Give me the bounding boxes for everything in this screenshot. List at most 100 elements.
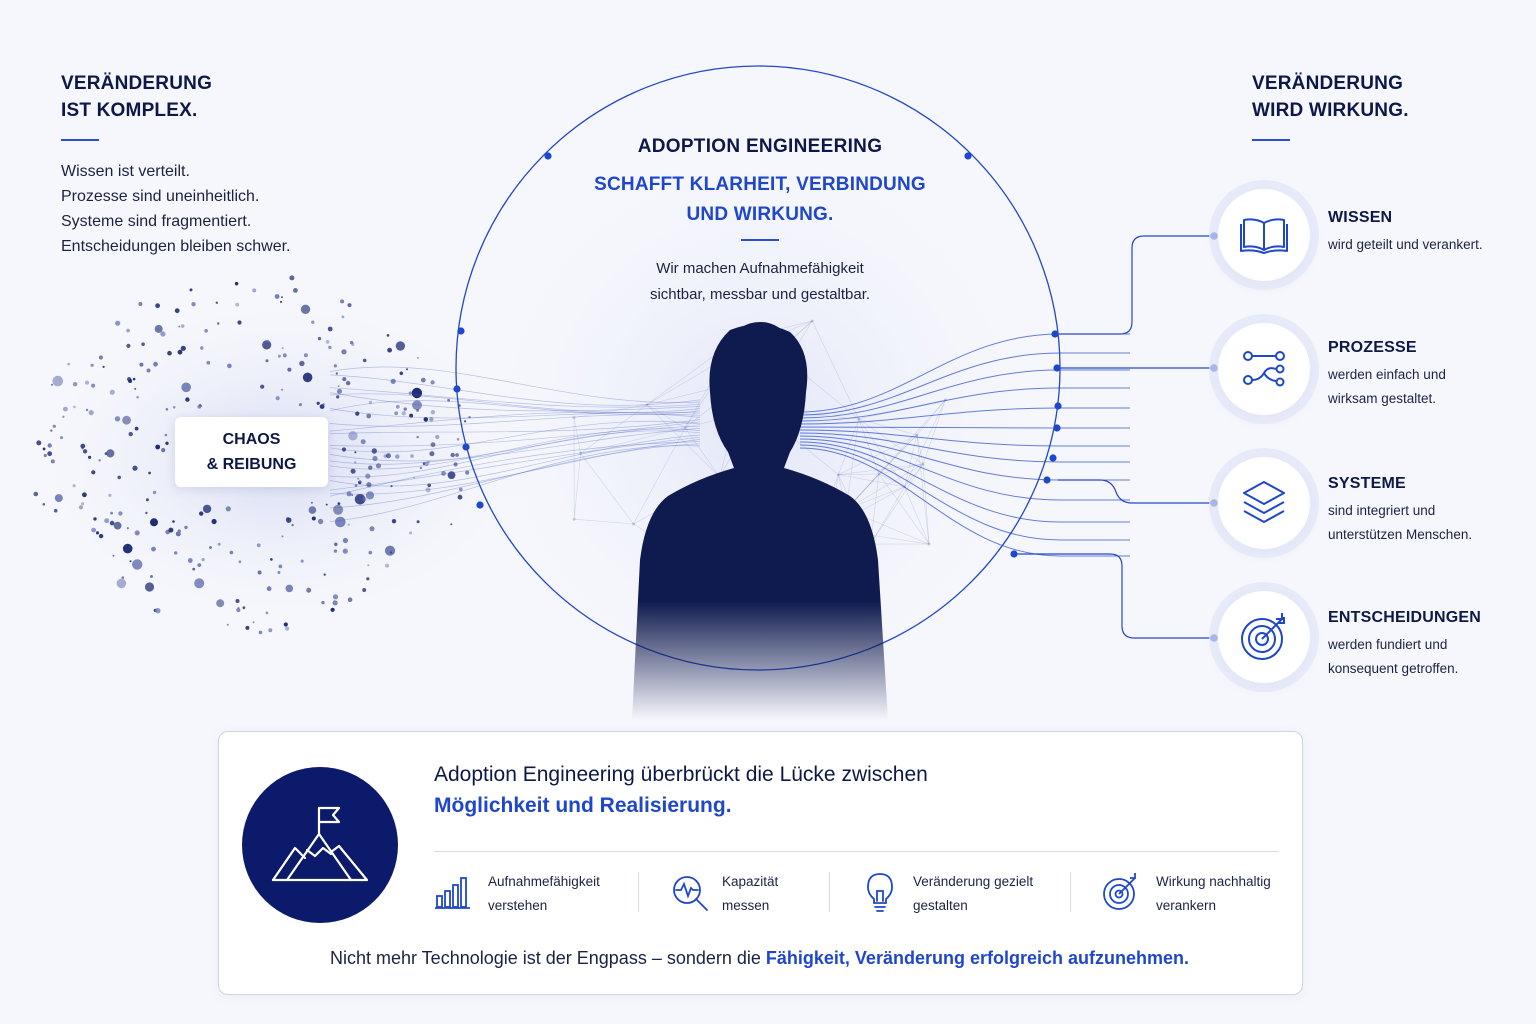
particle — [117, 475, 121, 480]
particle — [298, 403, 302, 407]
left-item: Systeme sind fragmentiert. — [61, 213, 252, 230]
particle — [206, 360, 211, 365]
particle — [368, 550, 373, 555]
stream-line — [329, 392, 701, 412]
particle — [95, 531, 100, 535]
center-desc-line2: sichtbar, messbar und gestaltbar. — [649, 286, 871, 303]
connector-line — [1014, 553, 1214, 639]
feature-wirkung-line1: Wirkung nachhaltig — [1156, 874, 1271, 889]
particle — [410, 454, 414, 458]
particle — [102, 365, 105, 368]
particle — [116, 578, 127, 589]
magnifier-pulse-icon — [673, 876, 708, 911]
person-silhouette — [632, 322, 888, 720]
flow-line — [799, 441, 1130, 523]
particle — [197, 405, 202, 409]
stream-line — [329, 430, 701, 478]
particle — [98, 355, 103, 360]
particle — [429, 417, 434, 422]
particle — [191, 302, 196, 307]
particle — [330, 607, 335, 612]
particle — [136, 531, 139, 535]
particle — [155, 444, 161, 450]
lightbulb-icon — [867, 873, 893, 912]
particle — [420, 377, 426, 383]
right-heading: VERÄNDERUNG WIRD WIRKUNG. — [1252, 70, 1409, 124]
particle — [33, 491, 39, 497]
mesh-line — [580, 453, 634, 525]
particle — [337, 502, 341, 505]
particle — [144, 582, 155, 592]
particle — [132, 559, 143, 570]
particle — [412, 400, 422, 411]
particle — [122, 415, 131, 425]
particle — [341, 315, 345, 319]
stream-line — [329, 366, 701, 403]
wissen-desc: wird geteilt und verankert. — [1328, 237, 1483, 252]
particle — [80, 443, 86, 449]
flow-line — [799, 407, 1130, 425]
particle — [122, 543, 133, 554]
particle — [132, 465, 138, 471]
particle — [409, 413, 414, 418]
particle — [283, 622, 288, 627]
particle — [389, 551, 393, 554]
left-item: Prozesse sind uneinheitlich. — [61, 188, 260, 205]
mesh-line — [858, 418, 880, 475]
mesh-line — [646, 404, 720, 478]
footer-highlight-text: Fähigkeit, Veränderung erfolgreich aufzu… — [765, 948, 1189, 968]
connector-node — [1210, 499, 1218, 507]
feature-separator — [638, 872, 639, 912]
particle — [430, 380, 435, 385]
particle — [265, 359, 269, 363]
stream-line — [329, 441, 701, 497]
particle — [138, 302, 143, 306]
particle — [62, 415, 65, 418]
stream-line — [329, 428, 701, 462]
particle — [457, 494, 463, 500]
left-item: Entscheidungen bleiben schwer. — [61, 238, 291, 255]
mesh-node — [579, 451, 583, 455]
particle — [453, 462, 458, 467]
particle — [260, 384, 265, 389]
chaos-label-line2: & REIBUNG — [206, 456, 297, 473]
particle — [340, 299, 345, 304]
particle — [347, 597, 353, 602]
particle — [234, 282, 239, 286]
stream-line — [329, 425, 701, 465]
particle — [342, 548, 348, 554]
particle — [134, 387, 137, 390]
mesh-line — [838, 418, 860, 475]
summary-footer: Nicht mehr Technologie ist der Engpass –… — [218, 948, 1301, 969]
center-subtitle: SCHAFFT KLARHEIT, VERBINDUNG UND WIRKUNG… — [560, 170, 960, 230]
particle — [242, 606, 246, 610]
particle — [289, 275, 295, 281]
feature-kapazitaet: Kapazität messen — [722, 870, 778, 918]
particle — [211, 518, 217, 525]
particle — [280, 300, 282, 303]
particle — [187, 558, 193, 563]
particle — [167, 350, 172, 356]
particle — [367, 564, 370, 567]
circle-node — [1054, 402, 1062, 410]
particle — [368, 465, 373, 470]
particle — [345, 380, 351, 386]
particle — [178, 325, 181, 328]
particle — [104, 452, 108, 455]
particle — [136, 395, 139, 399]
particle — [291, 523, 294, 527]
particle — [287, 367, 292, 372]
particle — [321, 600, 325, 605]
particle — [148, 471, 152, 475]
particle — [229, 550, 234, 555]
particle — [165, 529, 170, 535]
particle — [60, 436, 63, 440]
center-subtitle-line1: SCHAFFT KLARHEIT, VERBINDUNG — [594, 174, 926, 195]
particle — [209, 546, 212, 549]
particle — [430, 442, 436, 448]
mesh-line — [838, 463, 924, 476]
particle — [278, 564, 283, 569]
particle — [362, 497, 367, 502]
particle — [435, 434, 440, 440]
flow-line — [799, 333, 1130, 413]
